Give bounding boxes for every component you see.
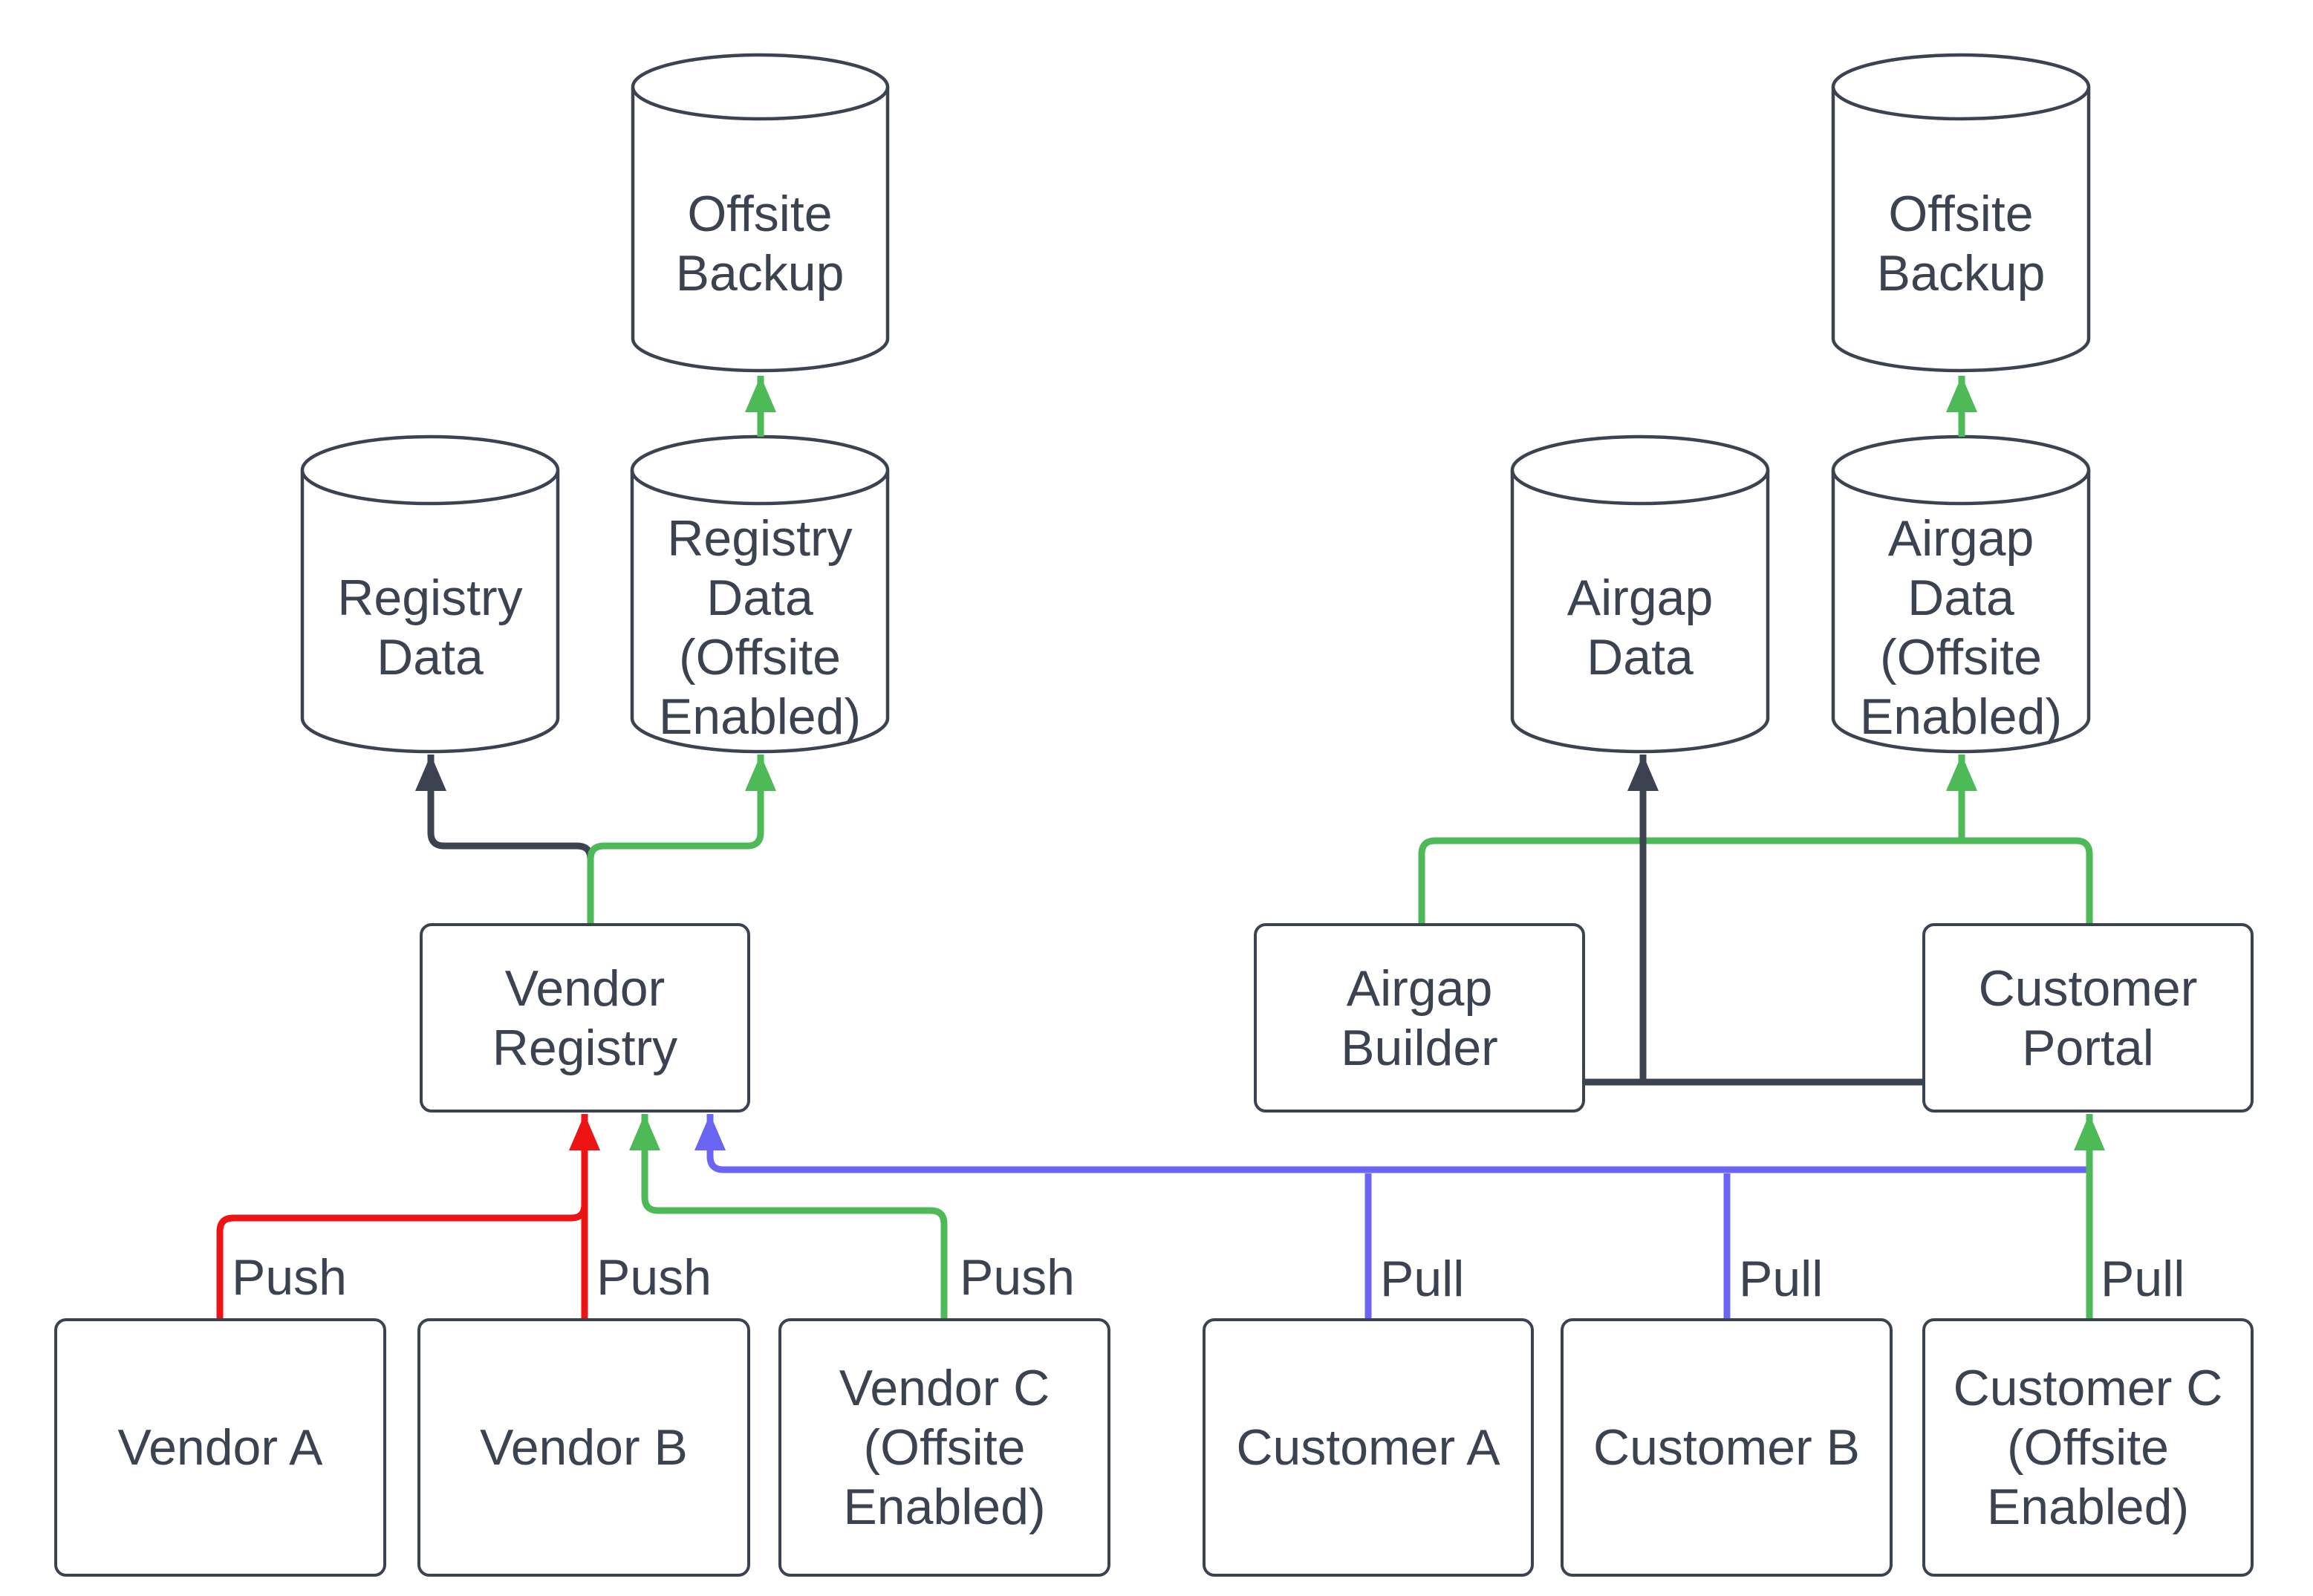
registry-data-cylinder: [300, 434, 560, 754]
edge-builder-portal-to-airgap-data: [1585, 755, 1922, 1086]
customer-a-node: Customer A: [1203, 1318, 1534, 1577]
push-label-vendor-a: Push: [232, 1249, 347, 1306]
airgap-builder-node: Airgap Builder: [1254, 923, 1585, 1113]
pull-label-customer-c: Pull: [2101, 1251, 2185, 1307]
pull-label-customer-b: Pull: [1739, 1251, 1824, 1307]
customer-b-node: Customer B: [1561, 1318, 1893, 1577]
vendor-b-node: Vendor B: [417, 1318, 750, 1577]
vendor-a-node: Vendor A: [54, 1318, 386, 1577]
customer-c-node: Customer C (Offsite Enabled): [1922, 1318, 2254, 1577]
edge-registry-to-registry-data: [415, 755, 594, 923]
registry-data-offsite-cylinder: [630, 434, 890, 754]
vendor-registry-node: Vendor Registry: [420, 923, 750, 1113]
airgap-data-cylinder: [1510, 434, 1770, 754]
vendor-c-node: Vendor C (Offsite Enabled): [778, 1318, 1110, 1577]
edge-builder-portal-to-airgap-data-offsite: [1418, 755, 2093, 923]
customer-portal-node: Customer Portal: [1922, 923, 2254, 1113]
edge-registry-to-registry-data-offsite: [587, 755, 776, 923]
edge-customers-pull-to-registry: [710, 1114, 2089, 1318]
edge-vendor-c-push: [629, 1114, 948, 1318]
push-label-vendor-b: Push: [596, 1249, 712, 1306]
push-label-vendor-c: Push: [960, 1249, 1075, 1306]
offsite-backup-right-cylinder: [1831, 53, 2091, 373]
offsite-backup-left-cylinder: [631, 53, 890, 373]
pull-label-customer-a: Pull: [1380, 1251, 1465, 1307]
airgap-data-offsite-cylinder: [1831, 434, 2091, 754]
